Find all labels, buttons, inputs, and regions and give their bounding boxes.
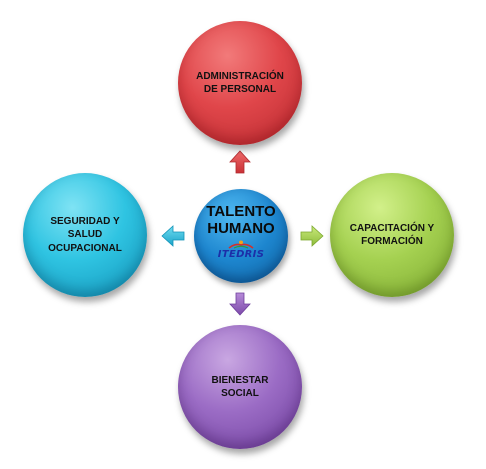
itedris-logo: ITEDRIS: [218, 240, 264, 260]
arrow-right-icon: [300, 225, 324, 247]
node-talento-humano: TALENTO HUMANO ITEDRIS: [194, 189, 288, 283]
logo-text: ITEDRIS: [217, 248, 265, 260]
node-label: BIENESTAR SOCIAL: [211, 374, 269, 400]
center-title: TALENTO HUMANO: [206, 203, 276, 238]
arrow-left-icon: [161, 225, 185, 247]
node-seguridad-y-salud-ocupacional: SEGURIDAD Y SALUD OCUPACIONAL: [23, 173, 147, 297]
node-capacitacion-y-formacion: CAPACITACIÓN Y FORMACIÓN: [330, 173, 454, 297]
node-label: ADMINISTRACIÓN DE PERSONAL: [196, 70, 284, 96]
node-bienestar-social: BIENESTAR SOCIAL: [178, 325, 302, 449]
logo-emblem-icon: [228, 240, 254, 249]
arrow-down-icon: [229, 292, 251, 316]
node-label: CAPACITACIÓN Y FORMACIÓN: [349, 222, 435, 248]
node-label: SEGURIDAD Y SALUD OCUPACIONAL: [48, 215, 122, 254]
arrow-up-icon: [229, 150, 251, 174]
node-administracion-de-personal: ADMINISTRACIÓN DE PERSONAL: [178, 21, 302, 145]
